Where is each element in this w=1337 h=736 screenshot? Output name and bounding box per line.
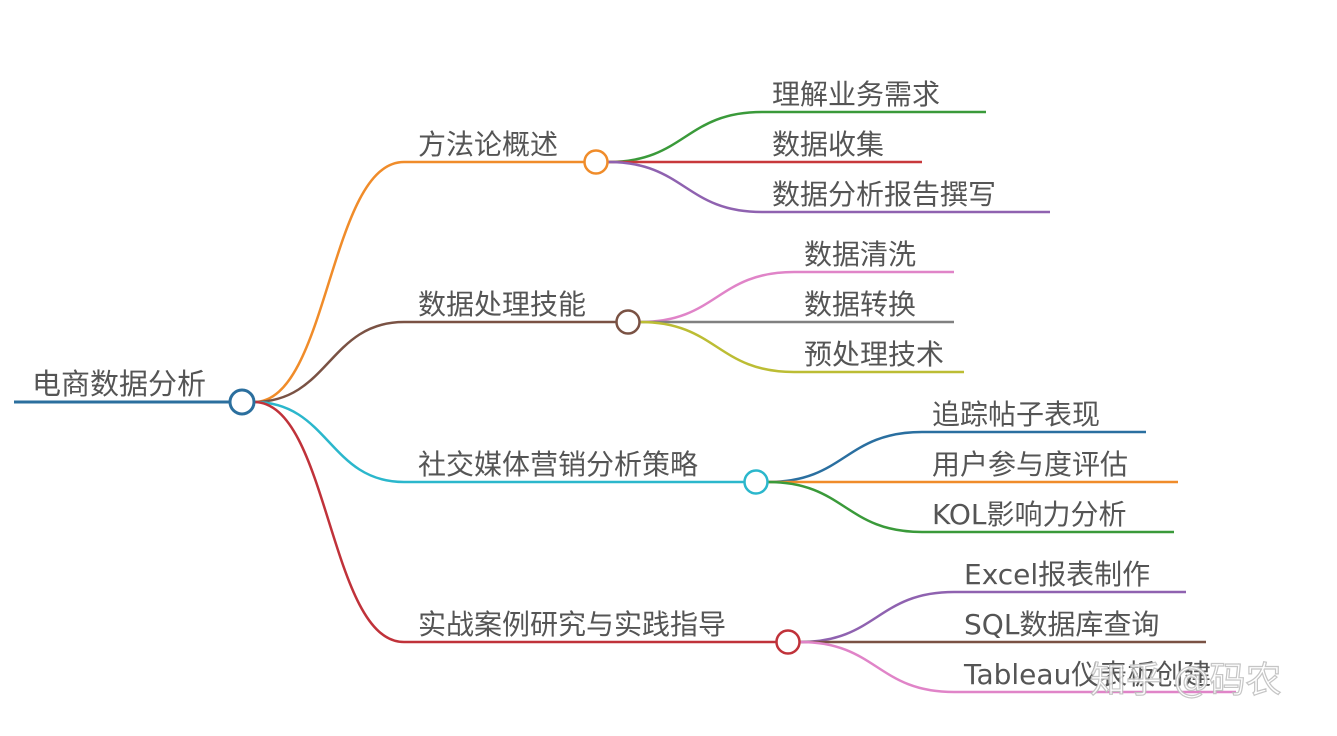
leaf-label: KOL影响力分析	[932, 498, 1126, 531]
leaf-label: 数据清洗	[804, 238, 916, 271]
leaf-label: 用户参与度评估	[932, 448, 1128, 481]
leaf-label: Tableau仪表板创建	[963, 658, 1211, 691]
branch-connector	[253, 320, 405, 404]
leaf-label: Excel报表制作	[964, 558, 1150, 591]
leaf-connector	[607, 160, 763, 214]
leaf-label: 预处理技术	[804, 338, 944, 371]
branch-node-circle[interactable]	[583, 149, 609, 175]
leaf-label: 数据分析报告撰写	[772, 178, 996, 211]
branch-label: 方法论概述	[418, 128, 558, 161]
branch-label: 社交媒体营销分析策略	[418, 448, 698, 481]
leaf-connector	[767, 480, 923, 534]
leaf-label: SQL数据库查询	[964, 608, 1159, 641]
branch-node-circle[interactable]	[615, 309, 641, 335]
leaf-connector	[767, 430, 923, 484]
leaf-connector	[639, 320, 795, 374]
root-node-circle[interactable]	[228, 388, 256, 416]
leaf-connector	[607, 110, 763, 164]
leaf-connector	[799, 590, 955, 644]
leaf-connector	[799, 640, 955, 694]
branch-node-circle[interactable]	[743, 469, 769, 495]
branch-label: 数据处理技能	[418, 288, 586, 321]
leaf-label: 追踪帖子表现	[932, 398, 1100, 431]
branch-connector	[253, 160, 405, 404]
branch-node-circle[interactable]	[775, 629, 801, 655]
branch-connector	[253, 400, 405, 484]
watermark-text: 知乎 @码农	[1090, 660, 1281, 701]
root-label: 电商数据分析	[32, 367, 206, 401]
mindmap-edges	[14, 110, 1236, 694]
branch-group: Excel报表制作 SQL数据库查询 Tableau仪表板创建 实战案例研究与实践指导	[418, 558, 1211, 691]
branch-label: 实战案例研究与实践指导	[418, 608, 726, 641]
leaf-connector	[639, 270, 795, 324]
leaf-label: 理解业务需求	[772, 78, 940, 111]
branch-connector	[253, 400, 405, 644]
leaf-label: 数据转换	[804, 288, 916, 321]
leaf-label: 数据收集	[772, 128, 884, 161]
